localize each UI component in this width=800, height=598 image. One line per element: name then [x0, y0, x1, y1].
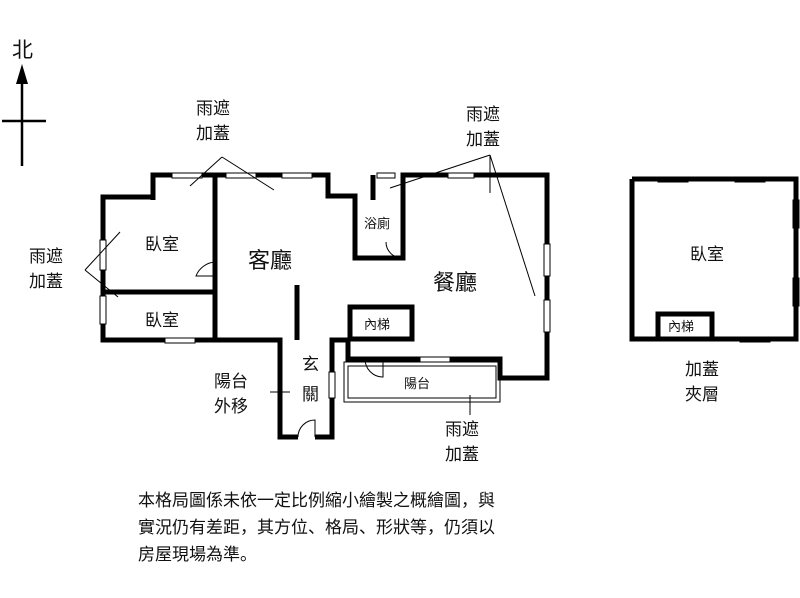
annotation-rain-cover-left: 雨遮 加蓋 [29, 247, 63, 292]
balcony-outline [343, 361, 501, 403]
north-arrow-icon [2, 64, 46, 166]
room-label-entrance-1: 玄 [302, 355, 319, 375]
room-label-bedroom-loft: 臥室 [690, 245, 724, 265]
disclaimer-line: 本格局圖係未依一定比例縮小繪製之概繪圖，與 [138, 491, 495, 511]
room-label-stair-main: 內梯 [364, 318, 391, 333]
north-label: 北 [12, 38, 33, 62]
room-label-bedroom-2: 臥室 [145, 311, 179, 331]
disclaimer-line: 實況仍有差距，其方位、格局、形狀等，仍須以 [138, 518, 495, 538]
room-label-bathroom: 浴廁 [364, 217, 391, 232]
room-label-balcony: 陽台 [404, 377, 431, 392]
loft-walls [629, 176, 799, 342]
annotation-rain-cover-top-right: 雨遮 加蓋 [466, 105, 500, 150]
room-label-bedroom-1: 臥室 [145, 235, 179, 255]
annotation-rain-cover-top-left: 雨遮 加蓋 [196, 99, 230, 144]
main-unit-walls [100, 172, 550, 440]
stair-main-box [347, 304, 415, 342]
room-label-dining-room: 餐廳 [433, 271, 478, 296]
annotation-balcony-moved-out: 陽台 外移 [214, 372, 248, 417]
annotation-rain-cover-bottom: 雨遮 加蓋 [445, 420, 479, 465]
disclaimer-line: 房屋現場為準。 [138, 545, 257, 565]
room-label-stair-loft: 內梯 [668, 320, 695, 335]
disclaimer-note: 本格局圖係未依一定比例縮小繪製之概繪圖，與 實況仍有差距，其方位、格局、形狀等，… [138, 488, 658, 569]
leader-lines [84, 154, 536, 415]
room-label-entrance-2: 關 [302, 385, 319, 405]
annotation-added-mezzanine: 加蓋 夾層 [685, 360, 719, 405]
room-label-living-room: 客廳 [248, 249, 293, 274]
